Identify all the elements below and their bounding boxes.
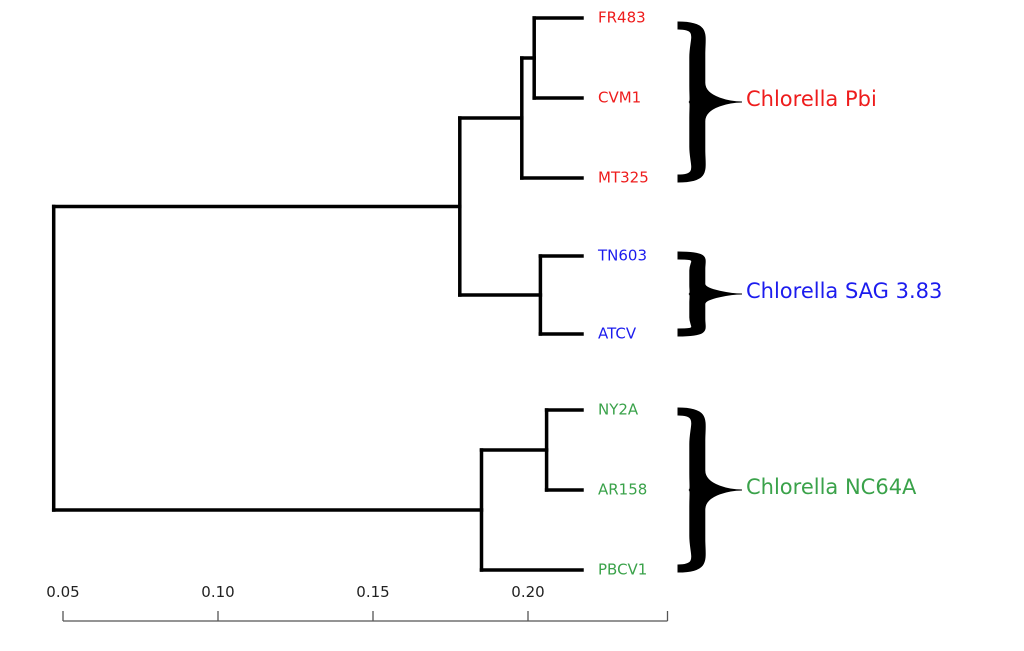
tree-branches (51, 16, 584, 572)
group-label-sag: Chlorella SAG 3.83 (746, 279, 942, 303)
scale-tick-label-0: 0.05 (46, 583, 79, 601)
leaf-label-ar158: AR158 (598, 481, 647, 499)
group-braces (677, 21, 743, 573)
brace-sag (677, 251, 743, 337)
leaf-label-tn603: TN603 (597, 247, 647, 265)
distance-scale: 0.05 0.10 0.15 0.20 (46, 583, 669, 622)
leaf-label-mt325: MT325 (598, 169, 649, 187)
group-label-nc64a: Chlorella NC64A (746, 475, 917, 499)
leaf-label-cvm1: CVM1 (598, 89, 641, 107)
leaf-label-atcv: ATCV (598, 325, 637, 343)
group-label-pbi: Chlorella Pbi (746, 87, 877, 111)
leaf-label-fr483: FR483 (598, 9, 646, 27)
leaf-label-ny2a: NY2A (598, 401, 639, 419)
scale-tick-label-2: 0.15 (356, 583, 389, 601)
scale-tick-label-1: 0.10 (201, 583, 234, 601)
brace-nc64a (677, 407, 743, 573)
leaf-label-pbcv1: PBCV1 (598, 561, 647, 579)
scale-tick-label-3: 0.20 (511, 583, 544, 601)
brace-pbi (677, 21, 743, 183)
